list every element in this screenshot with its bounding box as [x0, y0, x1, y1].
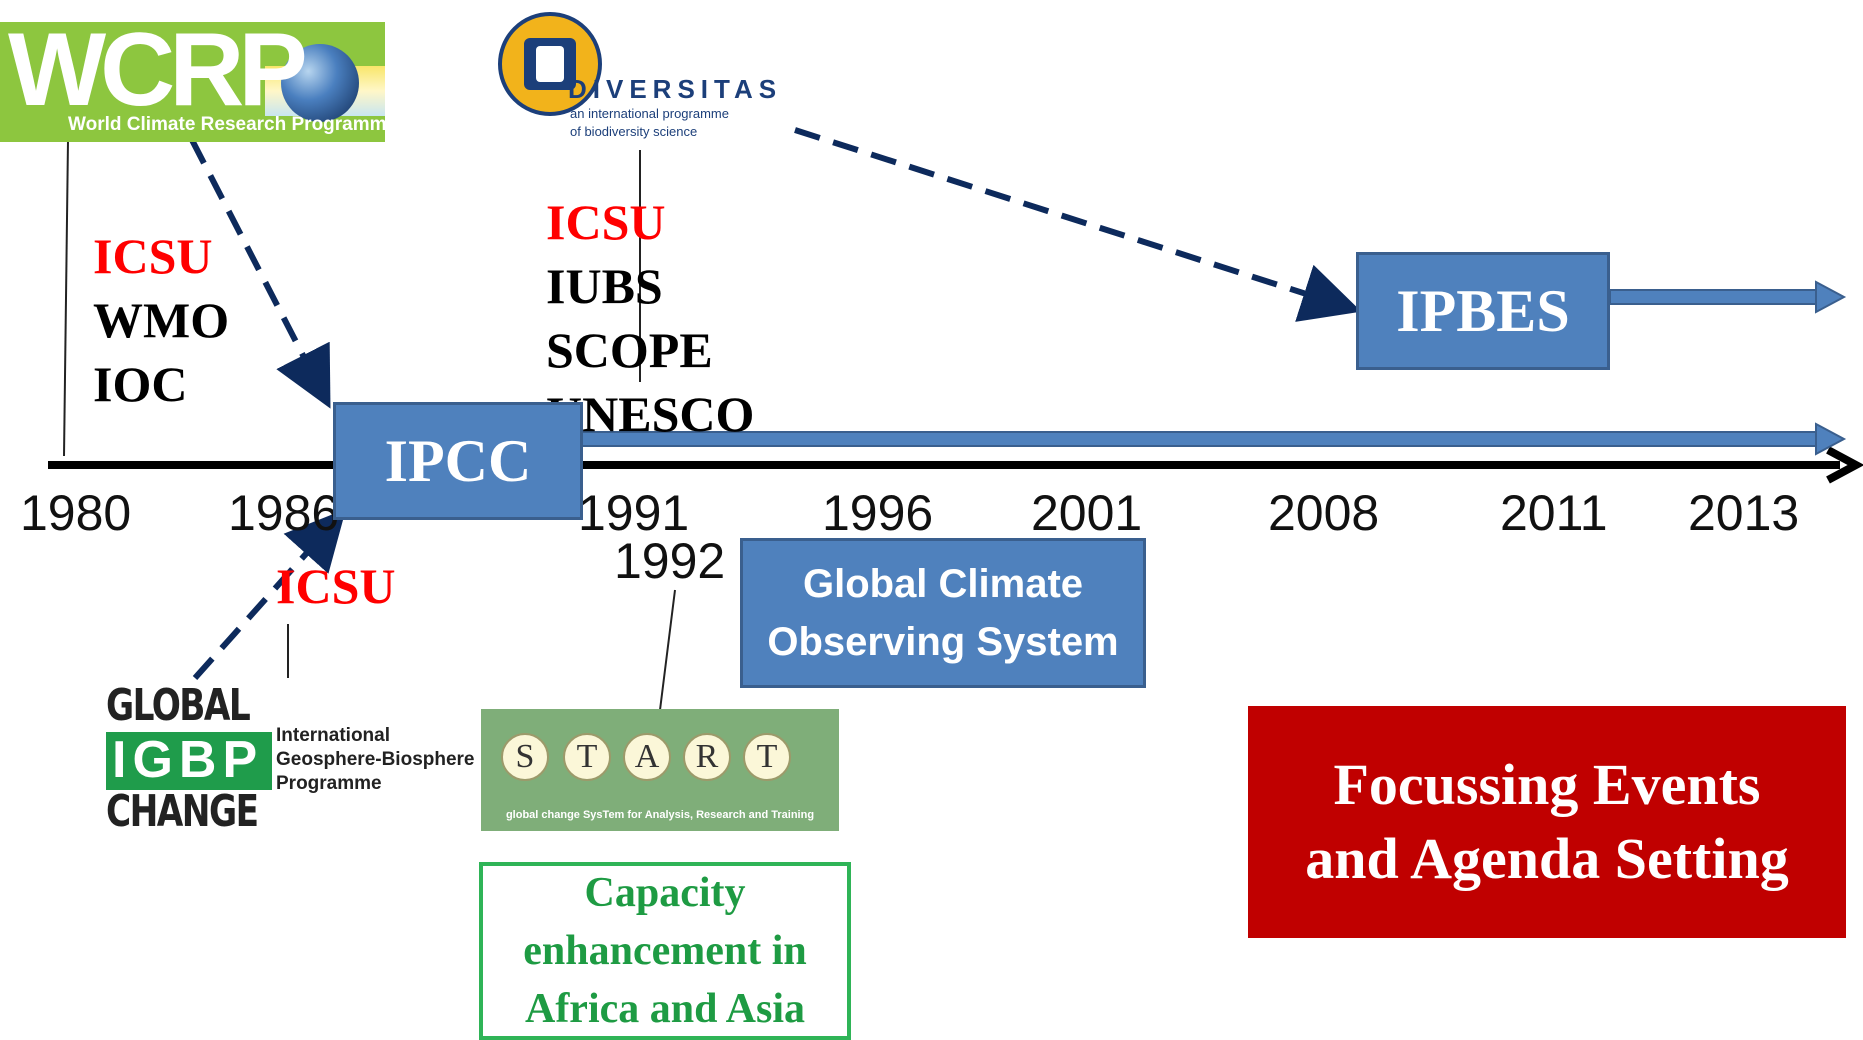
focussing-box: Focussing Events and Agenda Setting — [1248, 706, 1846, 938]
diversitas-emblem-icon — [498, 12, 602, 116]
wcrp-to-ipcc-arrow — [189, 138, 331, 409]
diversitas-tagline-1: an international programme — [570, 106, 729, 121]
year-label-2011: 2011 — [1500, 485, 1608, 541]
year-label-1991: 1991 — [578, 485, 690, 541]
igbp-sponsor-icsu: ICSU — [276, 558, 396, 614]
ipbes-continuation-arrow — [1609, 280, 1847, 314]
igbp-logo: GLOBAL IGBP CHANGE International Geosphe… — [106, 680, 481, 840]
focussing-line-2: and Agenda Setting — [1305, 826, 1789, 891]
igbp-desc-line-2: Geosphere-Biosphere — [276, 749, 475, 770]
wcrp-logo-subtitle: World Climate Research Programme — [68, 114, 385, 135]
globe-icon — [281, 44, 359, 122]
diversitas-sponsor-icsu: ICSU — [546, 194, 666, 250]
start-logo: S T A R T global change SysTem for Analy… — [481, 709, 839, 831]
diversitas-name: DIVERSITAS — [568, 74, 783, 104]
igbp-description: International Geosphere-Biosphere Progra… — [276, 724, 475, 796]
start-letter-s: S — [501, 733, 549, 781]
year-label-1980: 1980 — [20, 485, 132, 541]
igbp-abbr-text: IGBP — [112, 731, 264, 789]
year-label-1996: 1996 — [822, 485, 934, 541]
year-label-2008: 2008 — [1268, 485, 1380, 541]
diversitas-tagline-2: of biodiversity science — [570, 124, 698, 139]
start-letter-t2: T — [743, 733, 791, 781]
start-letter-a: A — [623, 733, 671, 781]
igbp-change-text: CHANGE — [106, 786, 259, 837]
start-letter-r: R — [683, 733, 731, 781]
diversitas-logo: DIVERSITAS an international programme of… — [498, 12, 798, 142]
capacity-line-1: Capacity — [584, 870, 746, 916]
igbp-desc-line-1: International — [276, 725, 391, 746]
start-connector-line — [659, 589, 676, 711]
capacity-line-3: Africa and Asia — [524, 986, 805, 1032]
ipcc-continuation-arrow — [579, 422, 1847, 456]
igbp-green-bar — [106, 732, 272, 790]
wcrp-logo: WCRP World Climate Research Programme — [0, 22, 385, 142]
year-label-2001: 2001 — [1031, 485, 1143, 541]
ipbes-box: IPBES — [1356, 252, 1610, 370]
gcos-box: Global Climate Observing System — [740, 538, 1146, 688]
diversitas-sponsor-iubs: IUBS — [546, 258, 663, 314]
focussing-line-1: Focussing Events — [1333, 752, 1761, 817]
year-label-2013: 2013 — [1688, 485, 1800, 541]
wcrp-sponsors: ICSU WMO IOC — [93, 224, 229, 416]
igbp-desc-line-3: Programme — [276, 773, 382, 794]
year-label-1986: 1986 — [228, 485, 340, 541]
igbp-to-ipcc-arrow — [192, 509, 346, 680]
wcrp-connector-line — [63, 139, 69, 457]
ipcc-box: IPCC — [333, 402, 583, 520]
timeline-axis — [48, 446, 1863, 484]
start-tagline: global change SysTem for Analysis, Resea… — [505, 809, 815, 821]
igbp-global-text: GLOBAL — [106, 680, 251, 731]
diversitas-sponsor-scope: SCOPE — [546, 322, 713, 378]
year-label-1992: 1992 — [614, 533, 726, 589]
capacity-box: Capacity enhancement in Africa and Asia — [479, 862, 851, 1040]
wcrp-sponsor-wmo: WMO — [93, 292, 230, 348]
gcos-line-1: Global Climate — [802, 562, 1084, 606]
gcos-line-2: Observing System — [767, 620, 1119, 664]
wcrp-sponsor-ioc: IOC — [93, 356, 188, 412]
capacity-line-2: enhancement in — [523, 928, 807, 974]
start-letter-t1: T — [563, 733, 611, 781]
wcrp-logo-text: WCRP — [8, 22, 308, 128]
wcrp-sponsor-icsu: ICSU — [93, 228, 213, 284]
diversitas-to-ipbes-arrow — [794, 127, 1362, 322]
